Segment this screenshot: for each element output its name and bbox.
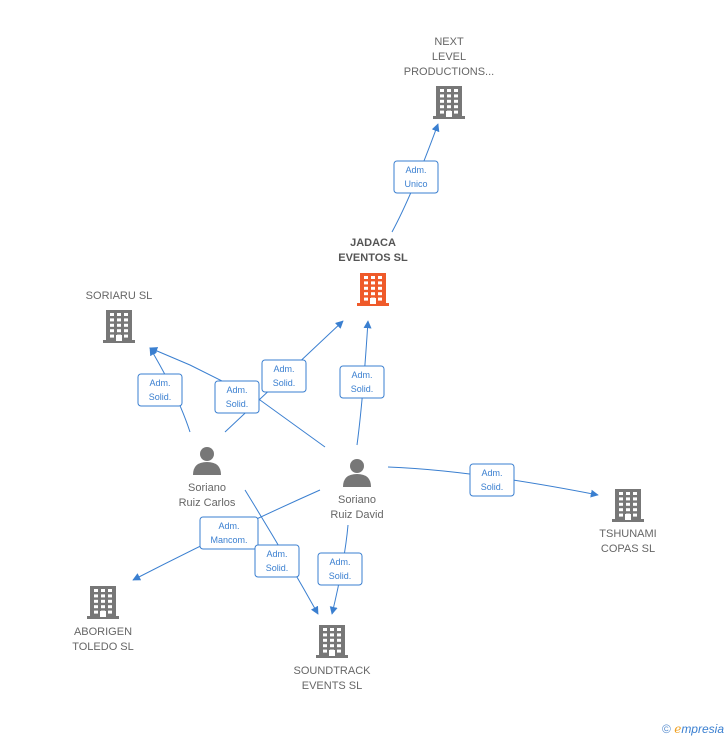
edge-label-carlos-jadaca[interactable]: Adm. Solid.	[261, 359, 307, 393]
edge-label-line: Unico	[404, 179, 427, 189]
edge-label-line: Adm.	[149, 378, 170, 388]
edge-label-line: Adm.	[266, 549, 287, 559]
edge-labels-layer: Adm.UnicoAdm.Solid.Adm.Solid.Adm.Solid.A…	[137, 160, 515, 586]
edge-label-david-aborigen[interactable]: Adm. Mancom.	[199, 516, 259, 550]
edge-label-line: Solid.	[226, 399, 249, 409]
building-icon	[316, 625, 348, 658]
node-label: Ruiz David	[330, 509, 383, 521]
node-label: PRODUCTIONS...	[404, 66, 494, 78]
brand-initial: e	[674, 722, 682, 736]
node-label: ABORIGEN	[74, 626, 132, 638]
building-icon	[357, 273, 389, 306]
edge-label-line: Adm.	[226, 385, 247, 395]
node-label: Ruiz Carlos	[179, 497, 236, 509]
building-icon	[433, 86, 465, 119]
node-label: SORIARU SL	[86, 290, 153, 302]
edge-label-jadaca-next[interactable]: Adm. Unico	[393, 160, 439, 194]
edge-label-carlos-soriaru[interactable]: Adm. Solid.	[137, 373, 183, 407]
node-label: EVENTOS SL	[338, 252, 408, 264]
node-label: NEXT	[434, 36, 464, 48]
empresia-watermark: © empresia	[662, 722, 724, 736]
node-aborigen[interactable]: ABORIGEN TOLEDO SL	[72, 586, 134, 653]
node-soundtrack[interactable]: SOUNDTRACK EVENTS SL	[293, 625, 371, 692]
node-next[interactable]: NEXT LEVEL PRODUCTIONS...	[404, 36, 494, 119]
edge-label-line: Adm.	[405, 165, 426, 175]
edge-label-line: Solid.	[266, 563, 289, 573]
node-label: SOUNDTRACK	[293, 665, 371, 677]
brand-name: mpresia	[681, 722, 724, 736]
building-icon	[612, 489, 644, 522]
edge-label-line: Adm.	[481, 468, 502, 478]
node-label: Soriano	[338, 494, 376, 506]
copyright-symbol: ©	[662, 722, 671, 736]
edge-label-line: Solid.	[329, 571, 352, 581]
person-icon	[193, 447, 221, 475]
edge-label-line: Adm.	[329, 557, 350, 567]
node-label: LEVEL	[432, 51, 466, 63]
edge-label-line: Solid.	[351, 384, 374, 394]
node-label: EVENTS SL	[302, 680, 363, 692]
node-label: TSHUNAMI	[599, 528, 656, 540]
edge-label-david-soriaru[interactable]: Adm. Solid.	[214, 380, 260, 414]
edge-label-david-jadaca[interactable]: Adm. Solid.	[339, 365, 385, 399]
edge-label-line: Adm.	[218, 521, 239, 531]
edge-label-line: Solid.	[481, 482, 504, 492]
node-label: TOLEDO SL	[72, 641, 134, 653]
building-icon	[103, 310, 135, 343]
person-icon	[343, 459, 371, 487]
node-tshunami[interactable]: TSHUNAMI COPAS SL	[599, 489, 657, 555]
edge-label-line: Adm.	[351, 370, 372, 380]
edge-label-david-tshunami[interactable]: Adm. Solid.	[469, 463, 515, 497]
node-jadaca[interactable]: JADACA EVENTOS SL	[338, 237, 408, 306]
node-label: COPAS SL	[601, 543, 655, 555]
node-label: Soriano	[188, 482, 226, 494]
edge-label-david-soundtrack[interactable]: Adm. Solid.	[317, 552, 363, 586]
edge-label-carlos-soundtrack[interactable]: Adm. Solid.	[254, 544, 300, 578]
node-label: JADACA	[350, 237, 396, 249]
edge-label-line: Mancom.	[210, 535, 247, 545]
edge-label-line: Solid.	[149, 392, 172, 402]
edge-label-line: Adm.	[273, 364, 294, 374]
nodes-layer: NEXT LEVEL PRODUCTIONS... JADACA EVENTOS SL S…	[72, 36, 657, 692]
edge-label-line: Solid.	[273, 378, 296, 388]
building-icon	[87, 586, 119, 619]
node-soriaru[interactable]: SORIARU SL	[86, 290, 153, 343]
